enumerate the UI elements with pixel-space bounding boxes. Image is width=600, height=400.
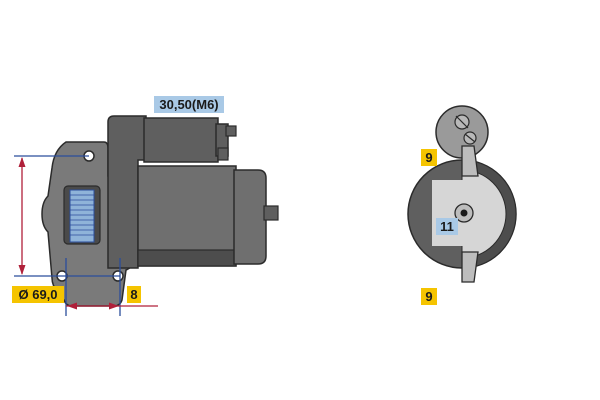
diameter-label: Ø 69,0: [12, 286, 64, 303]
pinion-teeth: [70, 194, 94, 236]
flange-tab-bottom: [461, 251, 479, 283]
solenoid: [143, 117, 219, 163]
dimension-lines: [14, 155, 158, 316]
dim-arrow-up: [18, 157, 26, 167]
terminal-stud-top: [225, 125, 237, 137]
ring-teeth-label-bottom: 9: [421, 288, 437, 305]
flange-offset-label: 8: [127, 286, 141, 303]
terminal-label: 30,50(M6): [154, 96, 224, 113]
pinion-teeth-label: 11: [436, 218, 458, 235]
dim-arrow-left: [67, 302, 77, 310]
dim-arrow-right: [109, 302, 119, 310]
motor-body-shadow: [137, 249, 237, 267]
ring-teeth-label-top: 9: [421, 149, 437, 166]
dim-arrow-down: [18, 265, 26, 275]
front-view: [407, 105, 517, 283]
end-bolt: [263, 205, 279, 221]
shaft: [460, 209, 468, 217]
side-view: [41, 115, 279, 307]
ear-screw-2-slot: [464, 133, 476, 143]
ear-screw-slot: [455, 115, 469, 129]
flange-tab-top: [461, 145, 479, 177]
terminal-stud-bottom: [217, 147, 229, 161]
end-cap: [233, 169, 267, 265]
pinion-gear: [69, 189, 95, 243]
